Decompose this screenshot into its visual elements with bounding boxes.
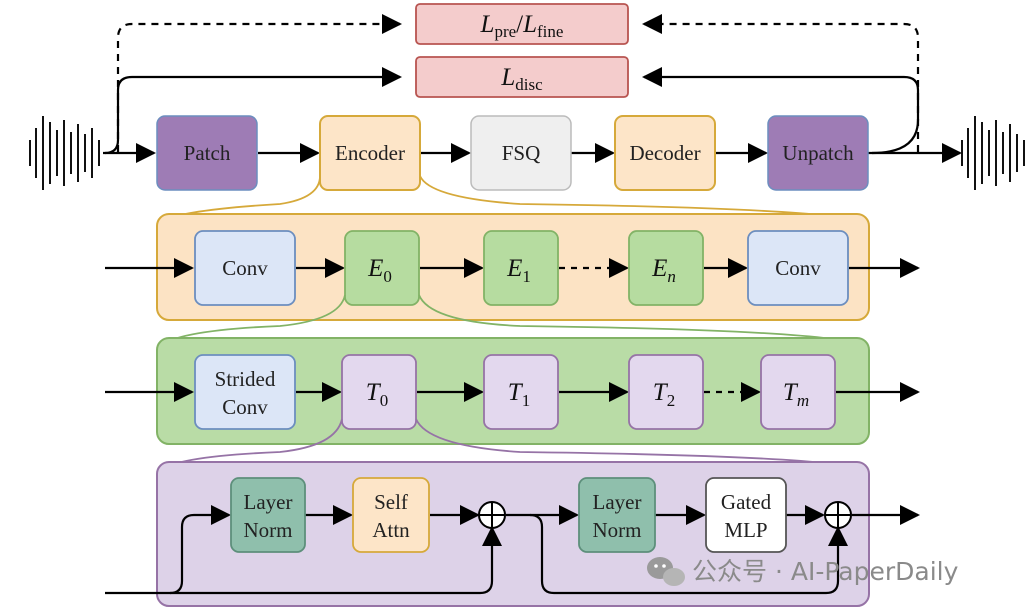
loss-connectors <box>104 14 920 155</box>
e1-box: E1 <box>483 230 559 306</box>
svg-text:Layer: Layer <box>244 490 293 514</box>
svg-text:Ldisc: Ldisc <box>500 64 543 94</box>
transformer-arrows <box>105 505 920 595</box>
svg-text:Conv: Conv <box>222 395 268 419</box>
svg-text:Encoder: Encoder <box>335 141 405 165</box>
svg-text:公众号 · AI-PaperDaily: 公众号 · AI-PaperDaily <box>692 557 959 586</box>
residual-add-2-icon <box>824 501 852 529</box>
gated-mlp-box: Gated MLP <box>705 477 787 553</box>
conv-out-box: Conv <box>747 230 849 306</box>
watermark: 公众号 · AI-PaperDaily <box>647 557 959 586</box>
layer-norm-1: Layer Norm <box>230 477 306 553</box>
svg-text:Tm: Tm <box>783 379 809 410</box>
svg-text:MLP: MLP <box>724 518 767 542</box>
t0-box: T0 <box>341 354 417 430</box>
self-attn-box: Self Attn <box>352 477 430 553</box>
svg-text:T0: T0 <box>366 379 388 410</box>
fsq-block: FSQ <box>470 115 572 191</box>
decoder-block: Decoder <box>614 115 716 191</box>
svg-text:E1: E1 <box>506 255 531 286</box>
tm-box: Tm <box>760 354 836 430</box>
output-waveform-icon <box>961 116 1025 190</box>
layer-norm-2: Layer Norm <box>578 477 656 553</box>
svg-text:Norm: Norm <box>593 518 642 542</box>
svg-text:FSQ: FSQ <box>502 141 541 165</box>
svg-text:Self: Self <box>374 490 408 514</box>
transformer-band <box>156 461 870 607</box>
unpatch-block: Unpatch <box>767 115 869 191</box>
svg-text:En: En <box>651 255 676 286</box>
svg-text:Strided: Strided <box>215 367 276 391</box>
svg-text:Decoder: Decoder <box>629 141 700 165</box>
svg-text:Conv: Conv <box>775 256 821 280</box>
strided-conv-box: Strided Conv <box>194 354 296 430</box>
svg-text:Unpatch: Unpatch <box>782 141 854 165</box>
t2-box: T2 <box>628 354 704 430</box>
loss-pre-fine: Lpre/Lfine <box>415 3 629 45</box>
svg-text:T1: T1 <box>508 379 530 410</box>
t1-box: T1 <box>483 354 559 430</box>
svg-text:Attn: Attn <box>372 518 410 542</box>
svg-text:Lpre/Lfine: Lpre/Lfine <box>480 11 564 41</box>
wechat-icon <box>647 557 685 586</box>
en-box: En <box>628 230 704 306</box>
loss-disc: Ldisc <box>415 56 629 98</box>
svg-text:Gated: Gated <box>721 490 772 514</box>
svg-text:Conv: Conv <box>222 256 268 280</box>
encoder-block: Encoder <box>319 115 421 191</box>
patch-block: Patch <box>156 115 258 191</box>
e0-box: E0 <box>344 230 420 306</box>
svg-text:Layer: Layer <box>593 490 642 514</box>
svg-text:Patch: Patch <box>184 141 231 165</box>
conv-in-box: Conv <box>194 230 296 306</box>
svg-text:E0: E0 <box>367 255 392 286</box>
svg-text:Norm: Norm <box>244 518 293 542</box>
residual-add-1-icon <box>478 501 506 529</box>
svg-text:T2: T2 <box>653 379 675 410</box>
input-waveform-icon <box>29 116 100 190</box>
